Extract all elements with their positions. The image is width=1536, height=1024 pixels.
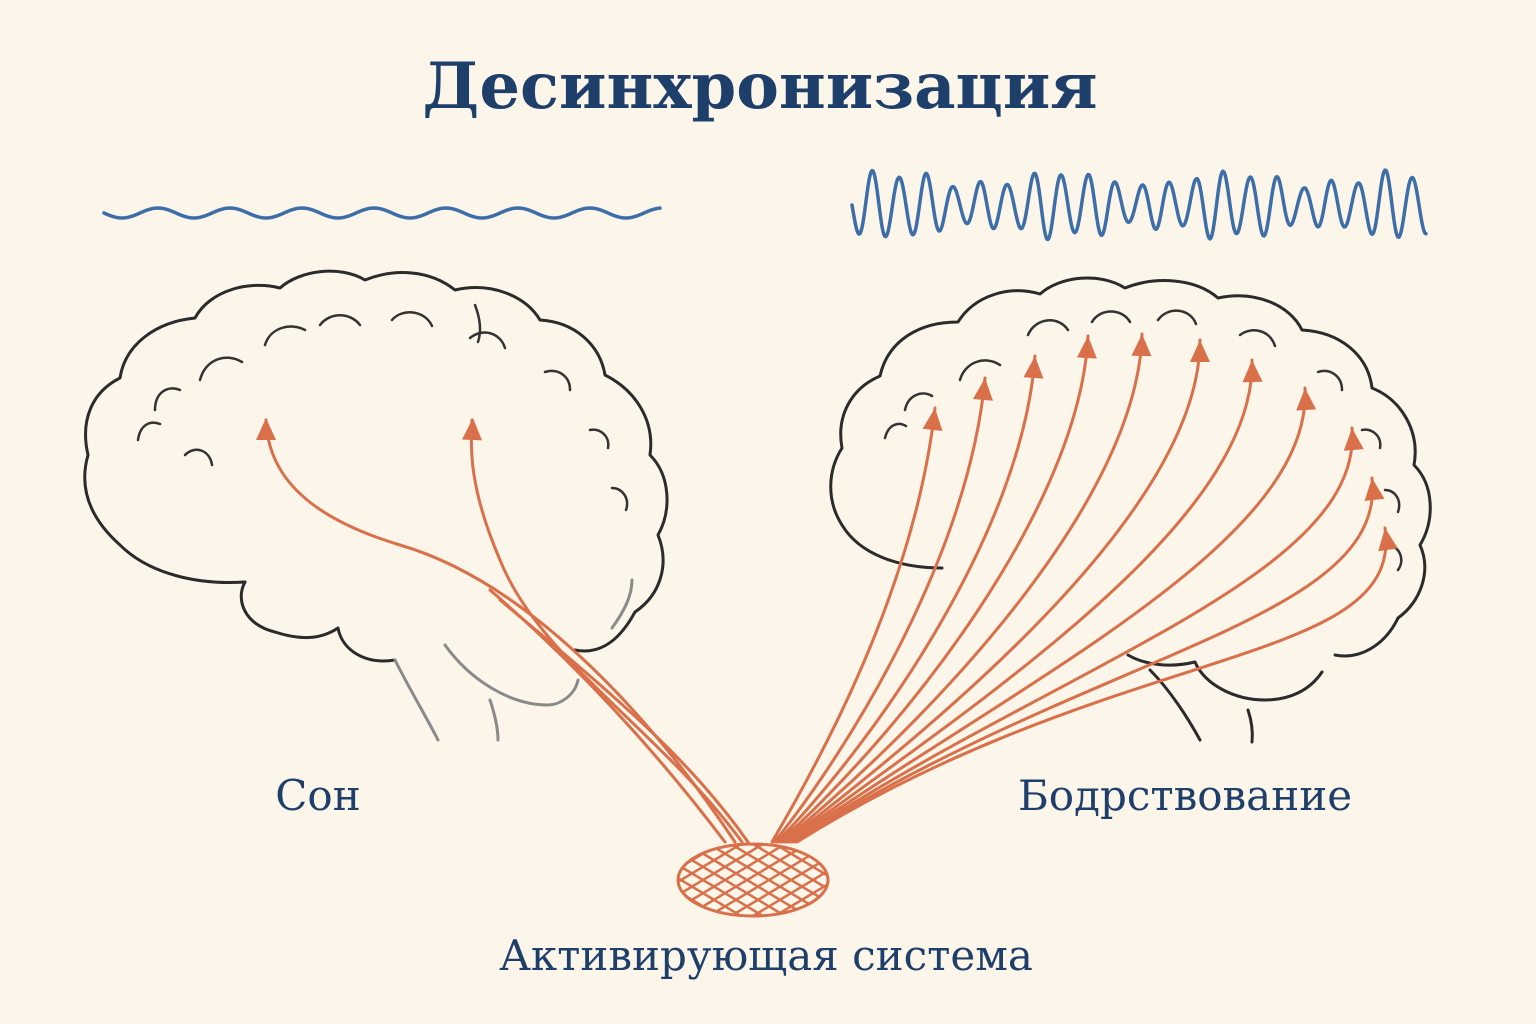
projection-arrowhead	[1131, 334, 1152, 357]
wake-eeg-wave	[850, 168, 1428, 242]
projection-fiber	[469, 418, 744, 844]
mesh-line	[774, 844, 828, 916]
sleep-label: Сон	[275, 771, 360, 820]
gyrus	[1156, 309, 1198, 326]
projection-strand	[498, 598, 750, 844]
projection-arrowhead	[1296, 388, 1317, 411]
right-brain-outline	[829, 276, 1432, 658]
gyrus	[136, 421, 162, 442]
mesh-line	[818, 844, 828, 916]
gyrus	[903, 392, 934, 412]
mesh-line	[686, 844, 808, 916]
gyrus	[153, 387, 182, 412]
gyrus	[183, 448, 214, 467]
right-brain-lower	[1126, 653, 1324, 702]
gyrus	[318, 314, 362, 327]
sleep-projection-fibers	[256, 418, 750, 844]
gyrus	[543, 369, 572, 392]
gyrus	[610, 486, 629, 512]
projection-arrowhead	[1190, 340, 1210, 362]
projection-fiber	[775, 354, 1037, 844]
gyrus	[883, 422, 908, 440]
mesh-line	[555, 844, 675, 916]
mesh-line	[841, 844, 961, 916]
mesh-line	[730, 844, 828, 916]
gyrus	[1316, 369, 1344, 392]
gyrus	[958, 359, 1002, 382]
gyrus	[390, 311, 434, 328]
projection-fiber	[783, 338, 1202, 844]
right-brain-stem	[1148, 668, 1202, 742]
projection-arrowhead	[1378, 528, 1398, 552]
projection-arrowhead	[1023, 356, 1044, 379]
projection-arrowhead	[256, 418, 276, 440]
projection-fiber	[793, 476, 1375, 844]
gyrus	[263, 325, 307, 347]
projection-arrowhead	[922, 408, 943, 431]
gyrus	[473, 303, 482, 344]
mesh-line	[678, 844, 742, 916]
mesh-lattice	[533, 844, 961, 916]
wake-label: Бодрствование	[1018, 771, 1352, 820]
projection-fiber	[770, 406, 937, 844]
projection-arrowhead	[1077, 336, 1097, 359]
diagram-title: Десинхронизация	[422, 49, 1097, 124]
gyrus	[1238, 329, 1277, 348]
projection-strand	[488, 588, 727, 844]
mesh-line	[818, 844, 828, 916]
projection-arrowhead	[1364, 478, 1385, 501]
wake-projection-fibers	[770, 332, 1398, 844]
gyrus	[588, 428, 610, 450]
projection-fiber	[780, 332, 1144, 844]
mesh-line	[752, 844, 828, 916]
projection-fiber	[773, 376, 987, 844]
left-cerebellum	[443, 643, 580, 707]
left-brain-lower	[239, 580, 397, 663]
mesh-line	[678, 844, 764, 916]
activating-system-label: Активирующая система	[499, 931, 1033, 980]
projection-fiber	[790, 426, 1354, 844]
right-brainstem-base	[1246, 708, 1254, 744]
gyrus	[1090, 310, 1132, 324]
left-brain-outline	[83, 269, 669, 653]
projection-arrowhead	[1343, 428, 1364, 451]
mesh-line	[533, 844, 653, 916]
mesh-outline	[676, 842, 830, 918]
projection-fiber	[795, 526, 1388, 844]
left-brain-stem	[393, 658, 440, 742]
right-brain-icon	[829, 276, 1432, 744]
mesh-line	[533, 844, 653, 916]
mesh-line	[841, 844, 961, 916]
left-brain-icon	[83, 269, 669, 742]
gyrus	[1360, 428, 1382, 450]
left-brainstem-base	[488, 698, 500, 742]
mesh-line	[555, 844, 675, 916]
sleep-eeg-wave	[102, 206, 662, 220]
projection-arrowhead	[462, 418, 482, 441]
gyrus	[198, 356, 244, 382]
projection-arrowhead	[973, 378, 993, 401]
projection-fiber	[788, 386, 1307, 844]
projection-fiber	[778, 334, 1090, 844]
projection-arrowhead	[1242, 360, 1263, 383]
mesh-line	[774, 844, 828, 916]
gyrus	[1026, 319, 1070, 337]
left-brain-inner-line	[610, 578, 634, 630]
projection-fiber	[785, 358, 1254, 844]
gyrus	[1383, 488, 1401, 514]
gyrus	[468, 331, 507, 350]
reticular-mesh-icon	[533, 842, 961, 918]
